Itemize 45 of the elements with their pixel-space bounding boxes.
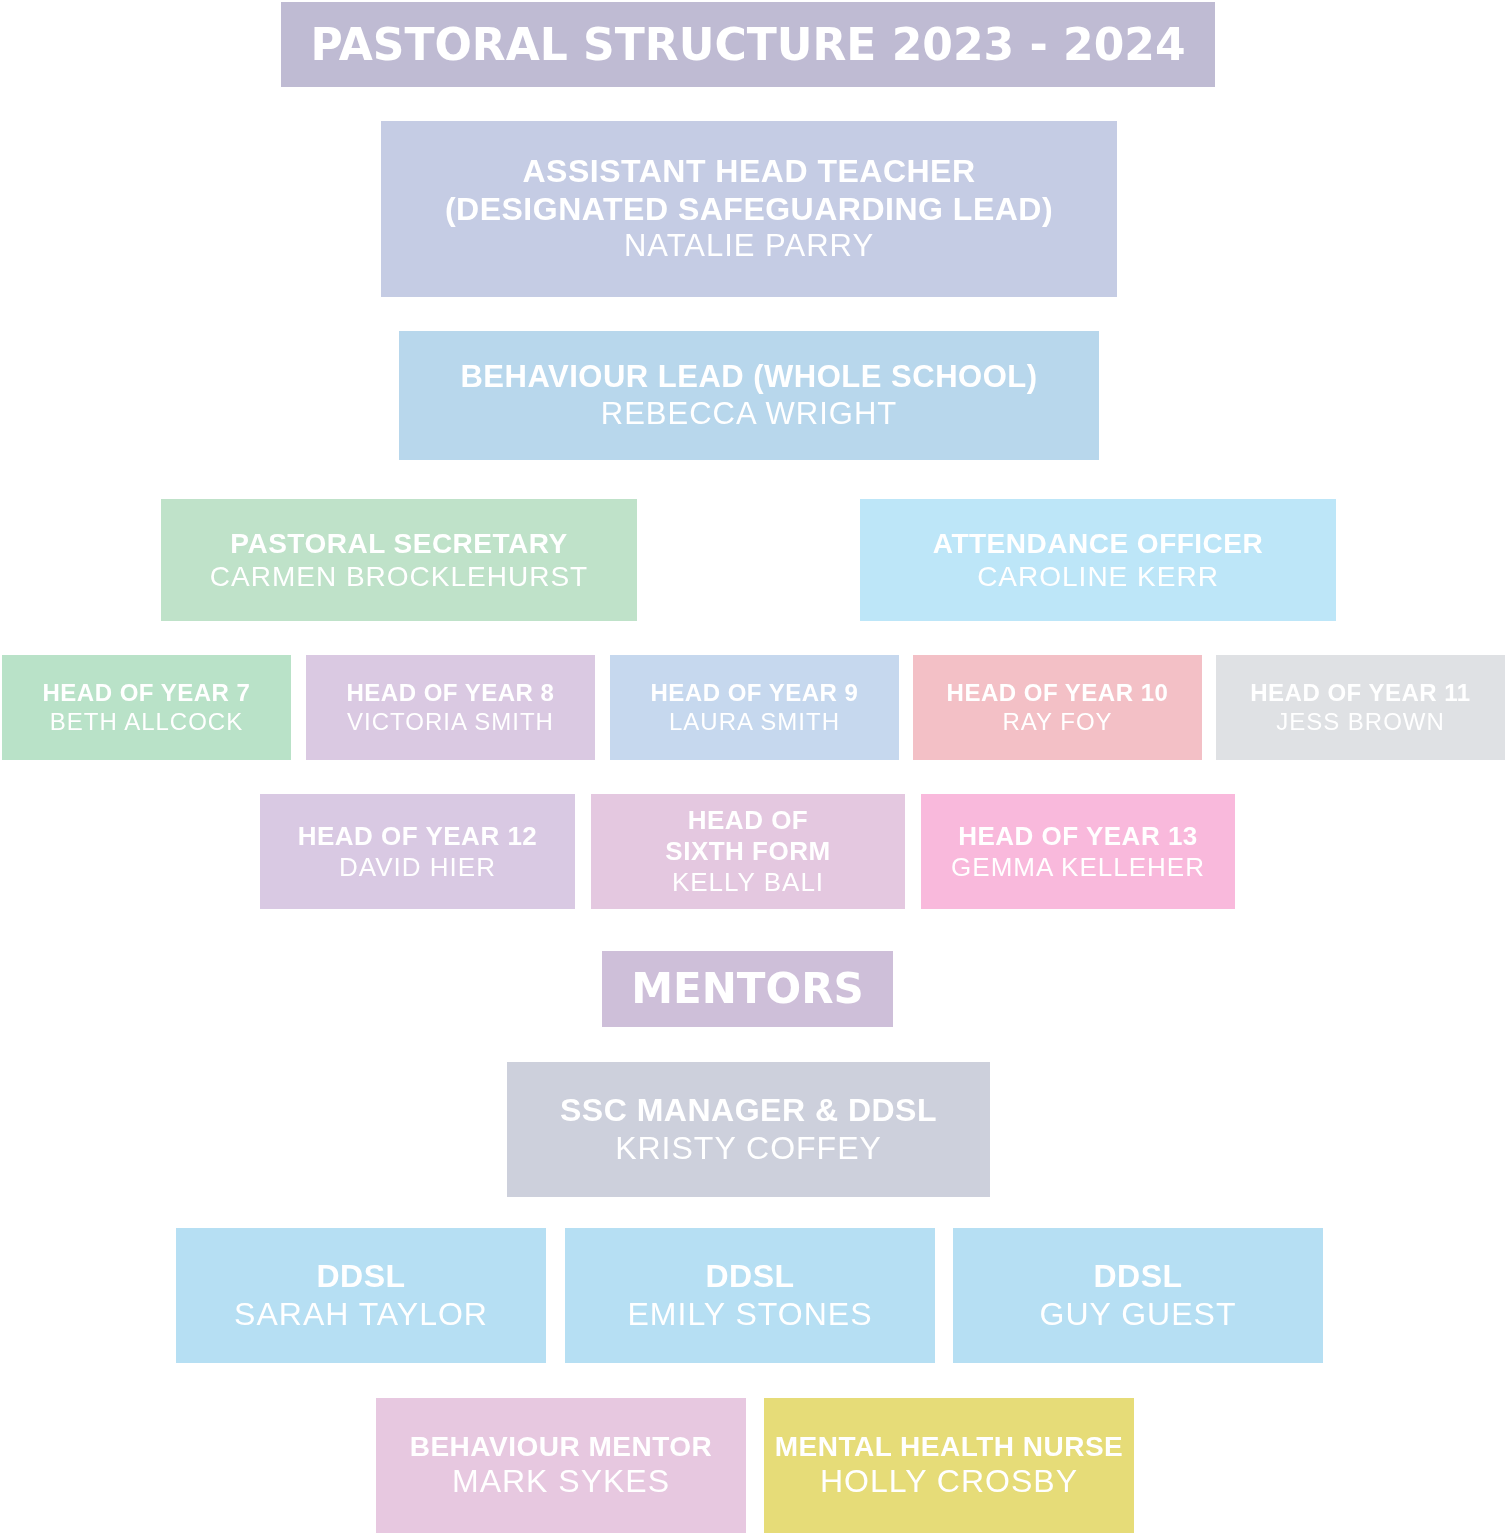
- role-box: [381, 121, 1117, 297]
- person-name: BETH ALLCOCK: [49, 707, 244, 736]
- role-box: [507, 1062, 990, 1197]
- person-name: CAROLINE KERR: [977, 560, 1219, 594]
- role-box: [591, 794, 905, 909]
- role-title: BEHAVIOUR LEAD (WHOLE SCHOOL): [460, 358, 1038, 396]
- role-title: HEAD OF YEAR 9: [650, 679, 859, 708]
- role-box: [2, 655, 291, 760]
- person-name: SARAH TAYLOR: [234, 1295, 488, 1334]
- role-box: [1216, 655, 1505, 760]
- role-box: [953, 1228, 1323, 1363]
- role-title: ATTENDANCE OFFICER: [932, 526, 1264, 560]
- role-title: DDSL: [1093, 1257, 1183, 1296]
- role-title: HEAD OF YEAR 13: [958, 820, 1198, 852]
- role-title: PASTORAL SECRETARY: [230, 526, 568, 560]
- person-name: NATALIE PARRY: [623, 228, 875, 266]
- section-heading: MENTORS: [631, 964, 864, 1014]
- role-title: MENTAL HEALTH NURSE: [774, 1430, 1124, 1464]
- role-box: [176, 1228, 546, 1363]
- person-name: EMILY STONES: [627, 1295, 873, 1334]
- role-box: [913, 655, 1202, 760]
- person-name: RAY FOY: [1002, 707, 1113, 736]
- role-title: HEAD OF YEAR 7: [42, 679, 251, 708]
- role-title: HEAD OF YEAR 10: [946, 679, 1169, 708]
- role-title: ASSISTANT HEAD TEACHER (DESIGNATED SAFEGUARDING LEAD): [443, 152, 1055, 229]
- section-heading-box: [602, 951, 893, 1027]
- role-box: [161, 499, 637, 621]
- role-title: DDSL: [705, 1257, 795, 1296]
- person-name: LAURA SMITH: [669, 707, 840, 736]
- role-box: [860, 499, 1336, 621]
- person-name: REBECCA WRIGHT: [600, 395, 898, 433]
- person-name: GUY GUEST: [1039, 1295, 1237, 1334]
- page-title: PASTORAL STRUCTURE 2023 - 2024: [310, 18, 1186, 71]
- person-name: CARMEN BROCKLEHURST: [209, 560, 589, 594]
- role-title: DDSL: [316, 1257, 406, 1296]
- role-box: [610, 655, 899, 760]
- role-box: [306, 655, 595, 760]
- role-box: [565, 1228, 935, 1363]
- role-box: [260, 794, 575, 909]
- role-box: [399, 331, 1099, 460]
- person-name: HOLLY CROSBY: [820, 1463, 1078, 1501]
- role-box: [376, 1398, 746, 1533]
- role-box: [921, 794, 1235, 909]
- role-box: [764, 1398, 1134, 1533]
- person-name: GEMMA KELLEHER: [951, 851, 1205, 883]
